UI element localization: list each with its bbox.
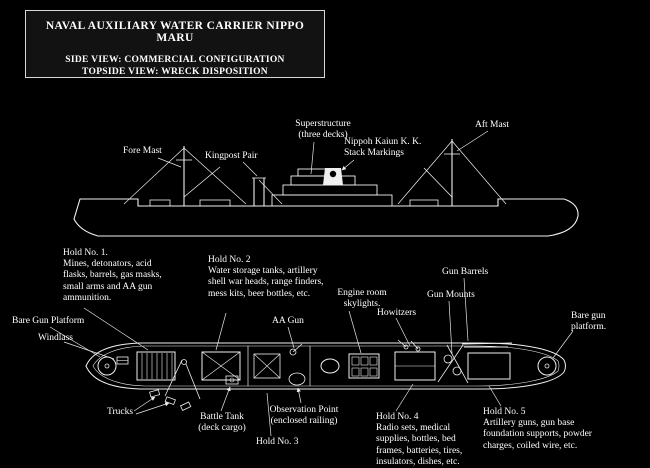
hold2-name: Hold No. 2 — [208, 255, 251, 265]
kingpost-pair — [252, 177, 283, 206]
label-gun-mounts: Gun Mounts — [427, 290, 475, 300]
side-hull — [73, 198, 579, 237]
title-box: NAVAL AUXILIARY WATER CARRIER NIPPO MARU… — [25, 10, 325, 78]
label-howitzers: Howitzers — [377, 308, 417, 318]
aft-mast — [397, 139, 507, 206]
subtitle-side-view: SIDE VIEW: COMMERCIAL CONFIGURATION — [65, 55, 285, 65]
trucks — [149, 389, 192, 411]
label-bare-gun-platform-bow: Bare Gun Platform — [12, 316, 85, 326]
label-engine-room: Engine room skylights. — [337, 288, 387, 310]
hold4-contents: Radio sets, medical supplies, bottles, b… — [376, 423, 463, 467]
stack-emblem — [329, 170, 337, 178]
page-title: NAVAL AUXILIARY WATER CARRIER NIPPO MARU — [45, 20, 305, 44]
engine-casing — [320, 358, 340, 374]
hold4-name: Hold No. 4 — [376, 412, 419, 422]
fallen-derrick-cross — [437, 344, 469, 384]
label-bare-gun-platform-stern: Bare gun platform. — [571, 311, 607, 333]
label-trucks: Trucks — [107, 407, 134, 417]
stern-gun-platform — [537, 356, 557, 376]
gun-mounts — [443, 354, 462, 376]
hold2-hatch — [201, 351, 241, 381]
hold1-hatch — [136, 351, 176, 381]
windlass — [116, 356, 129, 365]
bow-gun-platform — [97, 356, 117, 376]
observation-point — [288, 372, 306, 386]
label-hold3: Hold No. 3 — [256, 437, 299, 447]
hold5-name: Hold No. 5 — [483, 407, 526, 417]
fore-mast — [123, 146, 247, 206]
label-hold4: Hold No. 4 Radio sets, medical supplies,… — [376, 412, 486, 468]
deck-hatches — [149, 199, 439, 207]
label-battle-tank: Battle Tank (deck cargo) — [198, 412, 246, 434]
hold5-contents: Artillery guns, gun base foundation supp… — [483, 418, 592, 451]
label-windlass: Windlass — [38, 333, 73, 343]
label-kingpost-pair: Kingpost Pair — [205, 151, 258, 161]
aa-gun — [289, 343, 303, 356]
label-aa-gun: AA Gun — [272, 316, 304, 326]
subtitle-topside-view: TOPSIDE VIEW: WRECK DISPOSITION — [82, 67, 268, 77]
label-superstructure: Superstructure (three decks) — [295, 119, 351, 141]
top-view-drawing — [85, 339, 566, 411]
label-stack-markings: Nippoh Kaiun K. K. Stack Markings — [344, 137, 422, 159]
hold1-name: Hold No. 1. — [63, 248, 108, 258]
plan-hull-inner — [92, 345, 560, 387]
engine-skylights — [348, 353, 380, 379]
hold2-contents: Water storage tanks, artillery shell war… — [208, 266, 324, 299]
battle-tank — [225, 375, 239, 385]
label-aft-mast: Aft Mast — [475, 120, 510, 130]
side-view-drawing — [73, 139, 579, 237]
hold1-contents: Mines, detonators, acid flasks, barrels,… — [63, 259, 162, 303]
label-gun-barrels: Gun Barrels — [442, 267, 489, 277]
label-hold2: Hold No. 2 Water storage tanks, artiller… — [208, 255, 334, 300]
gun-barrels — [461, 342, 513, 348]
fallen-derricks — [164, 359, 201, 400]
label-hold1: Hold No. 1. Mines, detonators, acid flas… — [63, 248, 177, 304]
label-observation-point: Observation Point (enclosed railing) — [269, 405, 339, 427]
howitzers — [397, 339, 421, 352]
hold4-hatch — [394, 351, 436, 381]
label-hold5: Hold No. 5 Artillery guns, gun base foun… — [483, 407, 593, 452]
label-fore-mast: Fore Mast — [123, 146, 162, 156]
leader-lines — [49, 130, 574, 437]
hold5-hatch — [467, 352, 511, 380]
hold3-hatch — [253, 353, 281, 379]
plan-hull-outer — [85, 342, 566, 390]
